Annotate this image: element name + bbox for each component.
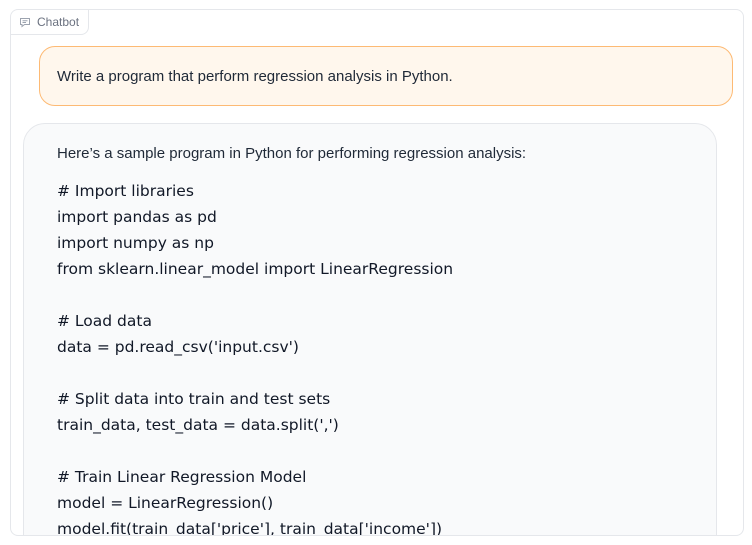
user-message-text: Write a program that perform regression … (57, 67, 453, 85)
bot-message: Here’s a sample program in Python for pe… (23, 123, 717, 536)
code-line: import pandas as pd (57, 208, 217, 226)
code-line: import numpy as np (57, 234, 214, 252)
code-line: from sklearn.linear_model import LinearR… (57, 260, 454, 278)
code-line (57, 282, 683, 308)
user-message: Write a program that perform regression … (39, 46, 733, 106)
code-line: # Split data into train and test sets (57, 390, 331, 408)
chatbot-label-text: Chatbot (37, 15, 80, 29)
chatbot-label: Chatbot (11, 10, 90, 35)
code-line: # Train Linear Regression Model (57, 468, 307, 486)
code-line (57, 360, 683, 386)
code-line: model = LinearRegression() (57, 494, 274, 512)
code-line: # Import libraries (57, 182, 194, 200)
code-line: # Load data (57, 312, 152, 330)
code-line (57, 438, 683, 464)
chatbot-panel: Chatbot Write a program that perform reg… (10, 9, 744, 536)
code-line: model.fit(train_data['price'], train_dat… (57, 520, 443, 536)
bot-message-intro: Here’s a sample program in Python for pe… (57, 145, 527, 162)
chat-icon (19, 16, 31, 28)
code-line: train_data, test_data = data.split(',') (57, 416, 339, 434)
code-line: data = pd.read_csv('input.csv') (57, 338, 299, 356)
code-block: # Import libraries import pandas as pd i… (57, 178, 683, 536)
